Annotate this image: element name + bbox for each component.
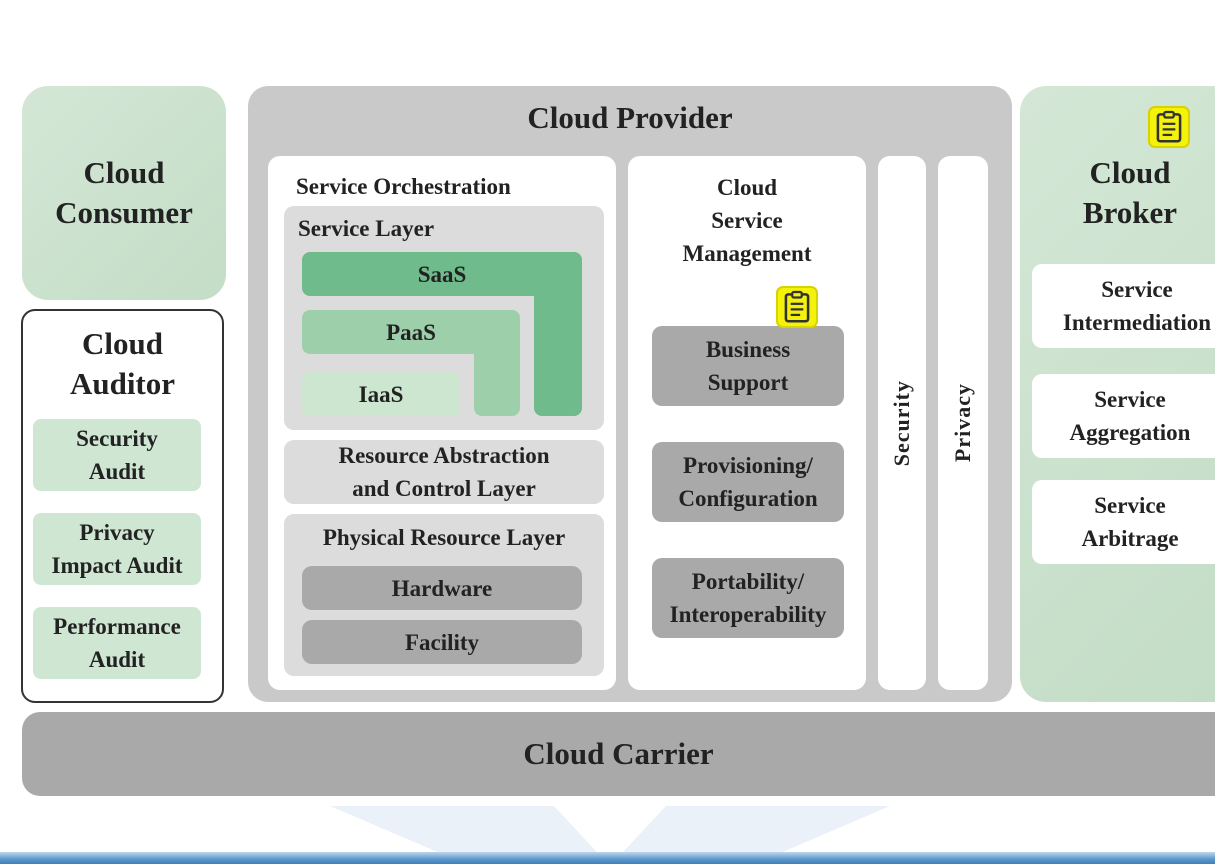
physical-resource-layer-box: Physical Resource Layer Hardware Facilit… [284, 514, 604, 676]
resource-abstraction-box: Resource Abstraction and Control Layer [284, 440, 604, 504]
cloud-provider-title: Cloud Provider [527, 100, 733, 135]
service-orchestration-title: Service Orchestration [296, 174, 511, 199]
note-icon[interactable] [776, 286, 818, 328]
performance-audit-box: Performance Audit [33, 607, 201, 679]
note-icon[interactable] [1148, 106, 1190, 148]
service-layer-title: Service Layer [298, 216, 435, 241]
cloud-broker-panel: Cloud Broker Service Intermediation Serv… [1020, 86, 1215, 702]
saas-column [534, 252, 582, 416]
privacy-column: Privacy [938, 156, 988, 690]
paas-label: PaaS [386, 319, 436, 345]
clipboard-icon [784, 290, 810, 323]
hardware-box: Hardware [302, 566, 582, 610]
facility-box: Facility [302, 620, 582, 664]
service-intermediation-box: Service Intermediation [1032, 264, 1215, 348]
cloud-auditor-panel: Cloud Auditor Security Audit Privacy Imp… [21, 309, 224, 703]
cloud-auditor-title: Cloud Auditor [69, 326, 176, 401]
cloud-consumer-panel: Cloud Consumer [22, 86, 226, 300]
provisioning-configuration-box: Provisioning/ Configuration [652, 442, 844, 522]
service-layer-box: Service Layer SaaS PaaS IaaS [284, 206, 604, 430]
portability-interoperability-box: Portability/ Interoperability [652, 558, 844, 638]
security-label: Security [889, 379, 914, 467]
watermark-shape [330, 806, 890, 854]
privacy-label: Privacy [950, 383, 975, 463]
service-aggregation-box: Service Aggregation [1032, 374, 1215, 458]
security-column: Security [878, 156, 926, 690]
security-audit-box: Security Audit [33, 419, 201, 491]
physical-resource-layer-title: Physical Resource Layer [322, 524, 566, 550]
cloud-provider-panel: Cloud Provider Service Orchestration Ser… [248, 86, 1012, 702]
service-management-title: Cloud Service Management [682, 174, 812, 266]
bottom-bar [0, 852, 1215, 864]
business-support-box: Business Support [652, 326, 844, 406]
cloud-broker-title: Cloud Broker [1082, 155, 1178, 230]
iaas-box: IaaS [302, 372, 460, 416]
clipboard-icon [1156, 110, 1182, 143]
service-management-card: Cloud Service Management Business Suppor… [628, 156, 866, 690]
service-orchestration-card: Service Orchestration Service Layer SaaS… [268, 156, 616, 690]
cloud-carrier-bar: Cloud Carrier [22, 712, 1215, 796]
cloud-consumer-title: Cloud Consumer [55, 155, 193, 230]
saas-label: SaaS [417, 261, 467, 287]
privacy-impact-audit-box: Privacy Impact Audit [33, 513, 201, 585]
service-arbitrage-box: Service Arbitrage [1032, 480, 1215, 564]
paas-column [474, 310, 520, 416]
